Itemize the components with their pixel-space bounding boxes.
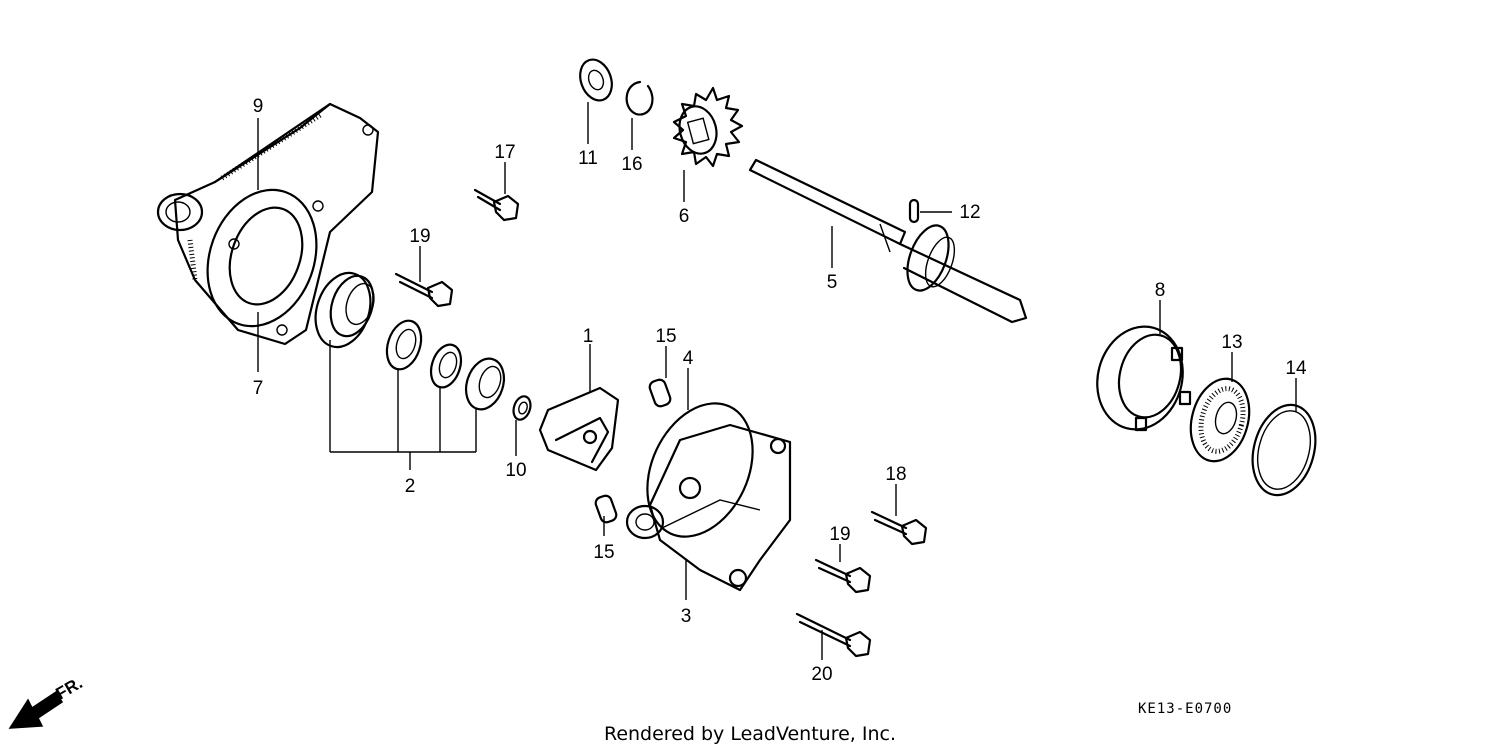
pump-shaft (748, 158, 1028, 324)
impeller (538, 386, 620, 472)
callouts: 1 2 3 4 5 6 7 8 9 10 11 12 13 14 15 15 1… (253, 96, 1307, 685)
callout-4: 4 (683, 348, 694, 369)
callout-17: 17 (494, 142, 515, 163)
pin-12 (908, 198, 920, 224)
callout-1: 1 (583, 326, 594, 347)
pump-cover (625, 423, 792, 592)
bearing (1189, 377, 1251, 463)
callout-6: 6 (679, 206, 690, 227)
callout-7: 7 (253, 378, 264, 399)
callout-14: 14 (1285, 358, 1307, 379)
callout-18: 18 (885, 464, 906, 485)
circlip (625, 80, 654, 116)
gear (672, 86, 744, 168)
callout-11: 11 (578, 148, 598, 169)
front-direction-indicator: FR. (8, 673, 86, 729)
callout-20: 20 (811, 664, 832, 685)
credit-line: Rendered by LeadVenture, Inc. (604, 723, 896, 745)
callout-16: 16 (621, 154, 642, 175)
diagram-code: KE13-E0700 (1138, 701, 1232, 717)
bolt-20 (795, 612, 872, 658)
callout-19-lower: 19 (829, 524, 850, 545)
leader-lines (257, 102, 1297, 660)
callout-13: 13 (1221, 332, 1242, 353)
callout-9: 9 (253, 96, 264, 117)
callout-2: 2 (405, 476, 416, 497)
callout-3: 3 (681, 606, 692, 627)
callout-19-upper: 19 (409, 226, 430, 247)
bolt-17 (473, 188, 520, 222)
bolt-19-upper (394, 272, 454, 308)
bushing (1096, 325, 1192, 432)
pump-housing (156, 102, 380, 346)
washer-10 (512, 395, 532, 421)
gasket-ring (1251, 403, 1317, 497)
callout-8: 8 (1155, 280, 1166, 301)
callout-15-lower: 15 (593, 542, 614, 563)
callout-15-upper: 15 (655, 326, 676, 347)
seal-set (314, 271, 506, 411)
washer-11 (579, 58, 613, 102)
o-ring (646, 402, 754, 538)
callout-12: 12 (959, 202, 980, 223)
bolt-18 (870, 510, 928, 546)
bolt-19-lower (814, 558, 872, 594)
dowel-pins (594, 378, 672, 524)
callout-10: 10 (505, 460, 526, 481)
front-arrow-icon (8, 690, 64, 729)
callout-5: 5 (827, 272, 838, 293)
